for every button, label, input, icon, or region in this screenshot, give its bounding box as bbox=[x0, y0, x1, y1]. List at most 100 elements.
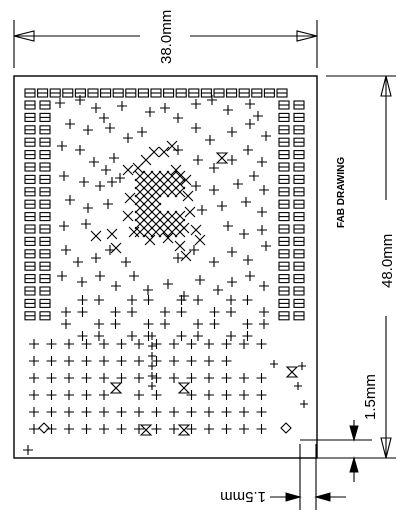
plus-mark bbox=[65, 195, 75, 205]
plus-mark bbox=[209, 185, 219, 195]
plus-mark bbox=[193, 319, 203, 329]
plus-mark bbox=[29, 373, 39, 383]
plus-mark bbox=[179, 291, 189, 301]
plus-mark bbox=[191, 181, 201, 191]
pad-box-mark bbox=[276, 88, 288, 98]
pad-box-mark bbox=[39, 224, 51, 234]
plus-mark bbox=[186, 390, 197, 400]
plus-mark bbox=[64, 339, 74, 349]
pad-box-mark bbox=[293, 224, 305, 234]
x-mark bbox=[166, 226, 178, 238]
pad-box-mark bbox=[278, 298, 290, 308]
plus-mark bbox=[57, 141, 67, 151]
plus-mark bbox=[176, 307, 187, 317]
plus-mark bbox=[121, 257, 131, 267]
plus-mark bbox=[148, 372, 156, 380]
plus-mark bbox=[127, 331, 137, 341]
plus-mark bbox=[64, 373, 74, 383]
pad-box-mark bbox=[293, 112, 305, 122]
plus-mark bbox=[81, 339, 92, 349]
plus-mark bbox=[300, 400, 308, 408]
plus-mark bbox=[46, 356, 57, 366]
plus-mark bbox=[209, 257, 219, 267]
plus-mark bbox=[61, 319, 71, 329]
plus-mark bbox=[145, 107, 155, 117]
pad-box-mark bbox=[278, 286, 290, 296]
pad-box-mark bbox=[24, 261, 36, 271]
x-mark bbox=[142, 226, 154, 238]
plus-mark bbox=[221, 356, 232, 366]
x-mark bbox=[128, 226, 140, 238]
plus-mark bbox=[151, 356, 162, 366]
x-mark bbox=[194, 234, 206, 246]
plus-mark bbox=[143, 295, 154, 305]
plus-mark bbox=[81, 219, 91, 229]
board-outline bbox=[13, 75, 318, 459]
plus-mark bbox=[111, 281, 121, 291]
x-mark bbox=[140, 154, 152, 166]
x-mark bbox=[184, 206, 196, 218]
plus-mark bbox=[151, 390, 162, 400]
plus-mark bbox=[209, 163, 219, 173]
pad-box-mark bbox=[39, 249, 51, 259]
pad-box-mark bbox=[175, 88, 187, 98]
pad-box-mark bbox=[278, 125, 290, 135]
plus-mark bbox=[116, 339, 127, 349]
plus-mark bbox=[227, 127, 237, 137]
plus-mark bbox=[83, 203, 93, 213]
plus-mark bbox=[270, 360, 278, 368]
pad-box-mark bbox=[251, 88, 263, 98]
plus-mark bbox=[261, 131, 271, 141]
pad-box-mark bbox=[293, 249, 305, 259]
pad-box-mark bbox=[24, 286, 36, 296]
pad-box-mark bbox=[24, 199, 36, 209]
plus-mark bbox=[169, 407, 179, 417]
plus-mark bbox=[46, 373, 57, 383]
hourglass-mark bbox=[285, 366, 299, 378]
plus-mark bbox=[169, 356, 179, 366]
plus-mark bbox=[223, 105, 233, 115]
pitch-arrow-down-icon bbox=[349, 425, 359, 442]
plus-mark bbox=[148, 362, 156, 370]
plus-mark bbox=[259, 185, 269, 195]
plus-mark bbox=[64, 356, 74, 366]
pad-box-mark bbox=[278, 150, 290, 160]
plus-mark bbox=[115, 173, 125, 183]
pad-box-mark bbox=[49, 88, 61, 98]
pad-box-mark bbox=[278, 112, 290, 122]
pad-box-mark bbox=[278, 261, 290, 271]
pitch-arrow-left-icon bbox=[314, 492, 331, 502]
hourglass-mark bbox=[139, 424, 153, 436]
plus-mark bbox=[193, 295, 203, 305]
plus-mark bbox=[239, 390, 249, 400]
plus-mark bbox=[61, 307, 71, 317]
plus-mark bbox=[243, 145, 253, 155]
plus-mark bbox=[77, 307, 88, 317]
x-mark bbox=[190, 224, 202, 236]
diamond-mark bbox=[280, 422, 292, 434]
pad-box-mark bbox=[24, 150, 36, 160]
pad-box-mark bbox=[238, 88, 250, 98]
plus-mark bbox=[207, 95, 217, 105]
pad-box-mark bbox=[278, 162, 290, 172]
plus-mark bbox=[221, 373, 232, 383]
plus-mark bbox=[29, 407, 39, 417]
plus-mark bbox=[169, 339, 179, 349]
diamond-mark bbox=[38, 422, 50, 434]
pad-box-mark bbox=[293, 150, 305, 160]
plus-mark bbox=[186, 339, 197, 349]
plus-mark bbox=[189, 245, 199, 255]
pitch-arrow-up-icon bbox=[349, 456, 359, 473]
pad-box-mark bbox=[62, 88, 74, 98]
pad-box-mark bbox=[293, 274, 305, 284]
plus-mark bbox=[123, 133, 133, 143]
x-mark bbox=[144, 234, 156, 246]
plus-mark bbox=[233, 179, 243, 189]
plus-mark bbox=[81, 373, 92, 383]
plus-mark bbox=[204, 339, 214, 349]
right-dimension: 48.0mm bbox=[326, 75, 396, 459]
plus-mark bbox=[209, 307, 220, 317]
pad-box-mark bbox=[24, 212, 36, 222]
arrow-left-icon bbox=[13, 30, 35, 42]
pad-box-mark bbox=[263, 88, 275, 98]
